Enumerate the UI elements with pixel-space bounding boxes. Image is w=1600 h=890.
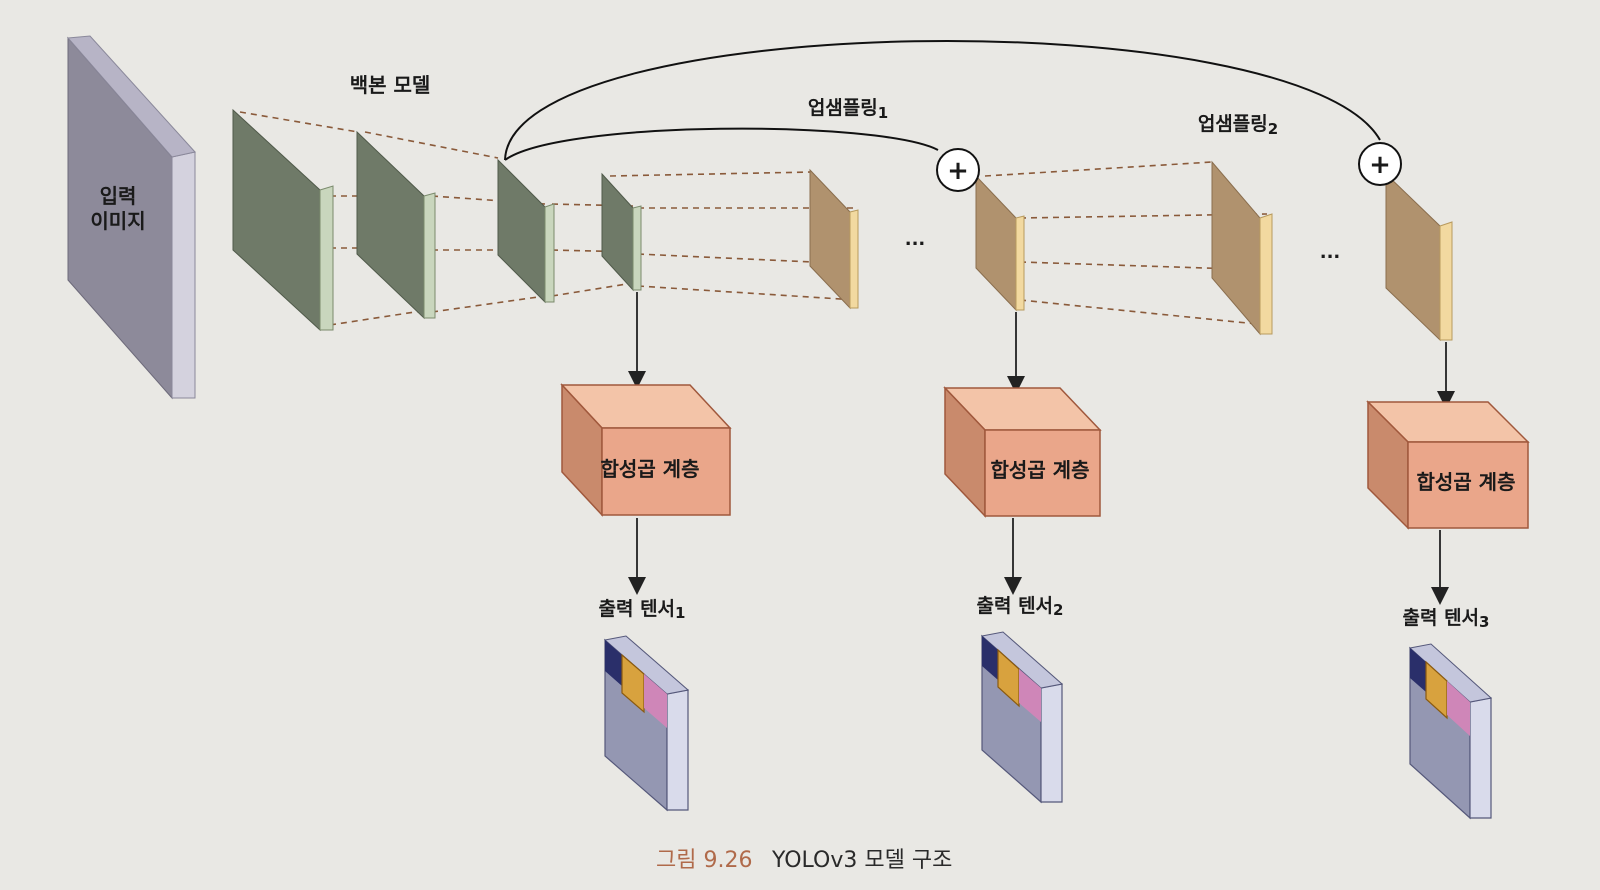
backbone-layer-2 [356, 130, 436, 320]
ellipsis-1: ... [905, 229, 926, 250]
conv-layer-2-label: 합성곱 계층 [991, 458, 1090, 482]
upsample-layer-2a [1211, 160, 1273, 336]
upsample2-text: 업샘플링 [1198, 113, 1268, 135]
backbone-layer-1 [232, 108, 334, 332]
output-tensor-2-label: 출력 텐서2 [977, 595, 1064, 619]
backbone-layer-3 [497, 158, 555, 304]
skip-connection-short [504, 127, 939, 161]
output-tensor-1-label: 출력 텐서1 [599, 598, 686, 622]
upsample1-text: 업샘플링 [808, 97, 878, 119]
add-operation-2: + [1358, 142, 1402, 186]
conv-layer-1-label: 합성곱 계층 [601, 457, 700, 481]
plus-icon: + [947, 156, 969, 186]
upsample1-label: 업샘플링1 [808, 97, 888, 122]
upsample2-subscript: 2 [1268, 120, 1278, 138]
output-tensor-3 [1408, 643, 1493, 820]
figure-caption: 그림 9.26 YOLOv3 모델 구조 [656, 848, 952, 873]
ellipsis-2: ... [1320, 242, 1341, 263]
upsample1-subscript: 1 [878, 104, 888, 122]
output-tensor-3-subscript: 3 [1479, 613, 1489, 631]
upsample-layer-2b [1385, 172, 1453, 342]
conv-layer-2: 합성곱 계층 [943, 386, 1102, 518]
conv-layer-3-label: 합성곱 계층 [1417, 470, 1516, 494]
plus-icon: + [1369, 150, 1391, 180]
input-image-label-line2: 이미지 [90, 209, 145, 233]
conv-layer-3: 합성곱 계층 [1366, 400, 1530, 530]
skip-connection-long [504, 39, 1381, 161]
output-tensor-1-text: 출력 텐서 [599, 598, 676, 620]
output-tensor-2-text: 출력 텐서 [977, 595, 1054, 617]
input-image-block: 입력 이미지 [66, 35, 196, 400]
output-tensor-2 [980, 631, 1064, 804]
add-operation-1: + [936, 148, 980, 192]
backbone-model-label: 백본 모델 [350, 73, 431, 97]
upsample2-label: 업샘플링2 [1198, 113, 1278, 138]
output-tensor-1 [603, 635, 690, 812]
output-tensor-1-subscript: 1 [675, 604, 685, 622]
output-tensor-3-text: 출력 텐서 [1403, 607, 1480, 629]
conv-layer-1: 합성곱 계층 [560, 383, 732, 517]
figure-title: YOLOv3 모델 구조 [771, 848, 952, 873]
input-image-label-line1: 입력 [100, 184, 137, 208]
output-tensor-2-subscript: 2 [1053, 601, 1063, 619]
backbone-layer-4 [601, 172, 642, 292]
flow-arrows [628, 292, 1455, 605]
upsample-layer-1b [975, 174, 1025, 312]
upsample-layer-1a [809, 168, 859, 310]
figure-number: 그림 9.26 [656, 848, 752, 873]
output-tensor-3-label: 출력 텐서3 [1403, 607, 1490, 631]
